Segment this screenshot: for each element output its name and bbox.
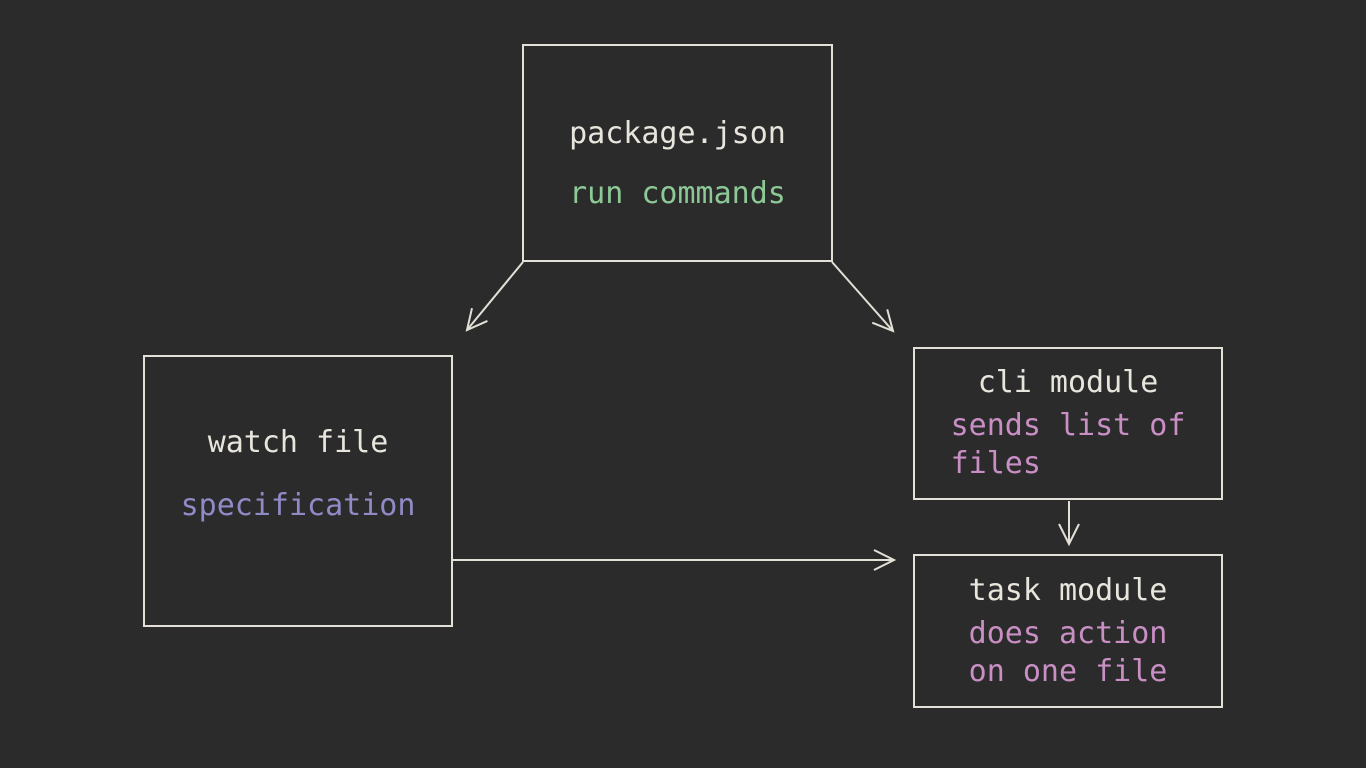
node-package-json: package.json run commands (522, 44, 833, 262)
edge-package-to-cli (831, 261, 895, 333)
node-watch-file: watch file specification (143, 355, 453, 627)
node-watch-file-subtitle: specification (180, 487, 416, 523)
node-watch-file-title: watch file (207, 424, 389, 460)
node-package-json-title: package.json (569, 116, 786, 151)
node-package-json-subtitle: run commands (569, 176, 786, 211)
node-task-module-title: task module (968, 572, 1168, 608)
node-cli-module: cli module sends list of files (913, 347, 1223, 500)
node-task-module-subtitle: does action on one file (968, 615, 1168, 689)
edge-package-to-watch (465, 261, 524, 332)
node-cli-module-subtitle: sends list of files (950, 408, 1186, 481)
node-task-module: task module does action on one file (913, 554, 1223, 708)
node-cli-module-title: cli module (977, 365, 1159, 400)
